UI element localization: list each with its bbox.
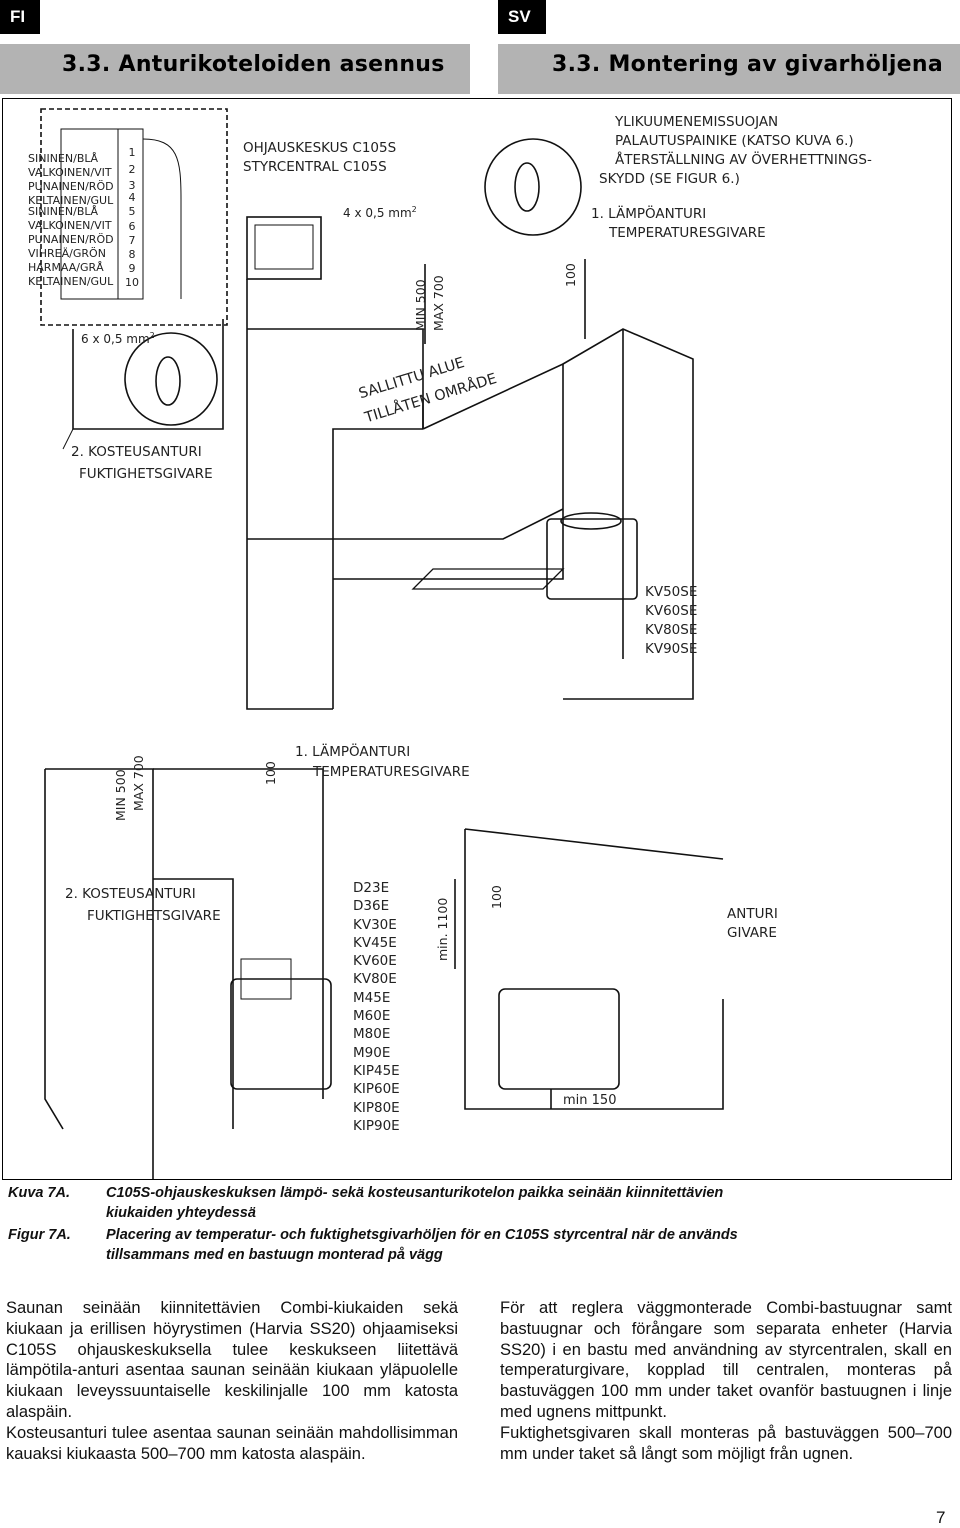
humidity-label: FUKTIGHETSGIVARE bbox=[79, 466, 213, 482]
section-bar-fi bbox=[0, 44, 470, 94]
models-bottom-list: D23E D36E KV30E KV45E KV60E KV80E M45E M… bbox=[353, 880, 400, 1134]
wire-label: KELTAINEN/GUL bbox=[28, 194, 114, 207]
cable-6-label: 6 x 0,5 mm2 bbox=[81, 331, 155, 346]
paragraph: Fuktighetsgivaren skall monteras på bast… bbox=[500, 1423, 952, 1463]
heater-top bbox=[546, 518, 638, 600]
paragraph: För att reglera väggmonterade Combi-bast… bbox=[500, 1299, 952, 1421]
page-number: 7 bbox=[936, 1508, 946, 1527]
model-top: KV80SE bbox=[645, 622, 698, 638]
min500-label-2: MIN 500 bbox=[113, 769, 128, 821]
model-top: KV50SE bbox=[645, 584, 698, 600]
sensor-label: ANTURI bbox=[727, 906, 778, 922]
humidity-label-2: 2. KOSTEUSANTURI bbox=[65, 886, 196, 902]
installation-diagram: SININEN/BLÅ VALKOINEN/VIT PUNAINEN/RÖD K… bbox=[2, 98, 952, 1180]
paragraph: Saunan seinään kiinnitettävien Combi-kiu… bbox=[6, 1299, 458, 1421]
max700-label: MAX 700 bbox=[431, 275, 446, 331]
humidity-label: 2. KOSTEUSANTURI bbox=[71, 444, 202, 460]
bottom-heater bbox=[230, 978, 332, 1090]
section-bar-sv bbox=[498, 44, 960, 94]
wire-label: PUNAINEN/RÖD bbox=[28, 180, 114, 193]
temp-sensor-label: 1. LÄMPÖANTURI bbox=[591, 206, 707, 222]
terminal-number: 8 bbox=[128, 248, 136, 261]
reset-label: YLIKUUMENEMISSUOJAN bbox=[615, 114, 779, 130]
control-unit-label-fi: OHJAUSKESKUS C105S bbox=[243, 140, 397, 156]
terminal-number: 4 bbox=[128, 191, 136, 204]
wire-label: SININEN/BLÅ bbox=[28, 205, 99, 218]
terminal-number: 5 bbox=[128, 205, 136, 218]
body-text-sv: För att reglera väggmonterade Combi-bast… bbox=[500, 1298, 952, 1464]
bottom-right-heater bbox=[498, 988, 620, 1090]
min1100-label: min. 1100 bbox=[435, 897, 450, 961]
terminal-number: 9 bbox=[128, 262, 136, 275]
wire-label: VIHREÄ/GRÖN bbox=[28, 247, 106, 260]
temp-sensor-label-2: TEMPERATURESGIVARE bbox=[313, 764, 470, 780]
section-title-sv: 3.3. Montering av givarhöljena bbox=[552, 52, 944, 77]
reset-button-circle bbox=[484, 138, 582, 236]
temp-sensor-label: TEMPERATURESGIVARE bbox=[609, 225, 766, 241]
control-unit-box bbox=[246, 216, 322, 280]
humidity-label-2: FUKTIGHETSGIVARE bbox=[87, 908, 221, 924]
terminal-number: 3 bbox=[128, 179, 136, 192]
section-title-fi: 3.3. Anturikoteloiden asennus bbox=[62, 52, 445, 77]
reset-label: PALAUTUSPAINIKE (KATSO KUVA 6.) bbox=[615, 133, 854, 149]
dim-100-label-2: 100 bbox=[263, 761, 278, 785]
model-top: KV60SE bbox=[645, 603, 698, 619]
wiring-box bbox=[40, 108, 228, 326]
temp-sensor-label-2: 1. LÄMPÖANTURI bbox=[295, 744, 411, 760]
wire-label: HARMAA/GRÅ bbox=[28, 261, 104, 274]
terminal-number: 7 bbox=[128, 234, 136, 247]
sensor-label: GIVARE bbox=[727, 925, 777, 941]
cable-4-label: 4 x 0,5 mm2 bbox=[343, 205, 417, 220]
wire-label: PUNAINEN/RÖD bbox=[28, 233, 114, 246]
dim-100-label-3: 100 bbox=[489, 885, 504, 909]
wire-label: VALKOINEN/VIT bbox=[28, 219, 112, 232]
diagram-drawing bbox=[40, 108, 724, 1179]
reset-label: ÅTERSTÄLLNING AV ÖVERHETTNINGS- bbox=[615, 152, 872, 168]
max700-label-2: MAX 700 bbox=[131, 755, 146, 811]
body-text-fi: Saunan seinään kiinnitettävien Combi-kiu… bbox=[6, 1298, 458, 1464]
lang-tab-sv: SV bbox=[498, 0, 546, 34]
min500-label: MIN 500 bbox=[413, 279, 428, 331]
dim-100-label: 100 bbox=[563, 263, 578, 287]
min150-label: min 150 bbox=[563, 1093, 617, 1108]
model-top: KV90SE bbox=[645, 641, 698, 657]
wire-label: VALKOINEN/VIT bbox=[28, 166, 112, 179]
terminal-number: 10 bbox=[125, 276, 139, 289]
control-unit-label-sv: STYRCENTRAL C105S bbox=[243, 159, 387, 175]
reset-label: SKYDD (SE FIGUR 6.) bbox=[599, 171, 740, 187]
terminal-number: 2 bbox=[128, 163, 136, 176]
paragraph: Kosteusanturi tulee asentaa saunan seinä… bbox=[6, 1423, 458, 1463]
wire-label: KELTAINEN/GUL bbox=[28, 275, 114, 288]
terminal-number: 1 bbox=[128, 146, 136, 159]
terminal-number: 6 bbox=[128, 220, 136, 233]
wire-label: SININEN/BLÅ bbox=[28, 152, 99, 165]
lang-tab-fi: FI bbox=[0, 0, 40, 34]
